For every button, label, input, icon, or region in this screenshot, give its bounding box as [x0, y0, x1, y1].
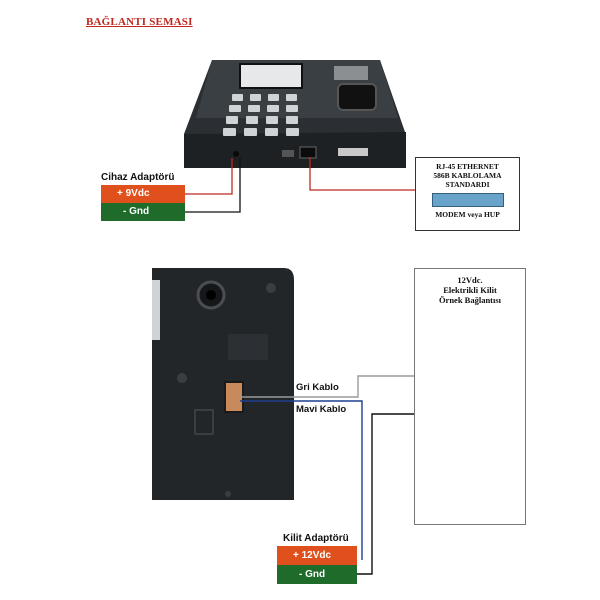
lock-line-2: Elektrikli Kilit — [443, 285, 497, 295]
gray-cable-label: Gri Kablo — [296, 382, 339, 393]
lock-frame: 12Vdc. Elektrikli Kilit Örnek Bağlantısı — [414, 268, 526, 525]
lock-adapter-ground: - Gnd — [277, 565, 357, 584]
terminal-back-panel — [152, 268, 294, 500]
lock-adapter-positive: + 12Vdc — [277, 546, 357, 565]
terminal-device — [184, 60, 406, 168]
device-adapter-positive: + 9Vdc — [101, 185, 185, 203]
device-adapter-label: Cihaz Adaptörü — [101, 172, 175, 183]
ethernet-line-1: RJ-45 ETHERNET — [436, 162, 499, 171]
fingerprint-sensor — [337, 83, 377, 111]
blue-cable-label: Mavi Kablo — [296, 404, 347, 415]
lock-line-3: Örnek Bağlantısı — [438, 295, 502, 305]
modem-icon — [431, 193, 504, 207]
terminal-screen — [239, 63, 303, 89]
device-adapter-ground: - Gnd — [101, 203, 185, 221]
lock-line-1: 12Vdc. — [457, 275, 483, 285]
modem-caption: MODEM veya HUP — [435, 210, 500, 219]
keypad — [223, 94, 299, 136]
lock-adapter-label: Kilit Adaptörü — [283, 533, 349, 544]
ethernet-line-2: 586B KABLOLAMA — [433, 171, 502, 180]
ethernet-line-3: STANDARDI — [445, 180, 490, 189]
page-title: BAĞLANTI SEMASI — [86, 16, 193, 28]
ethernet-info-box: RJ-45 ETHERNET 586B KABLOLAMA STANDARDI … — [415, 157, 520, 231]
